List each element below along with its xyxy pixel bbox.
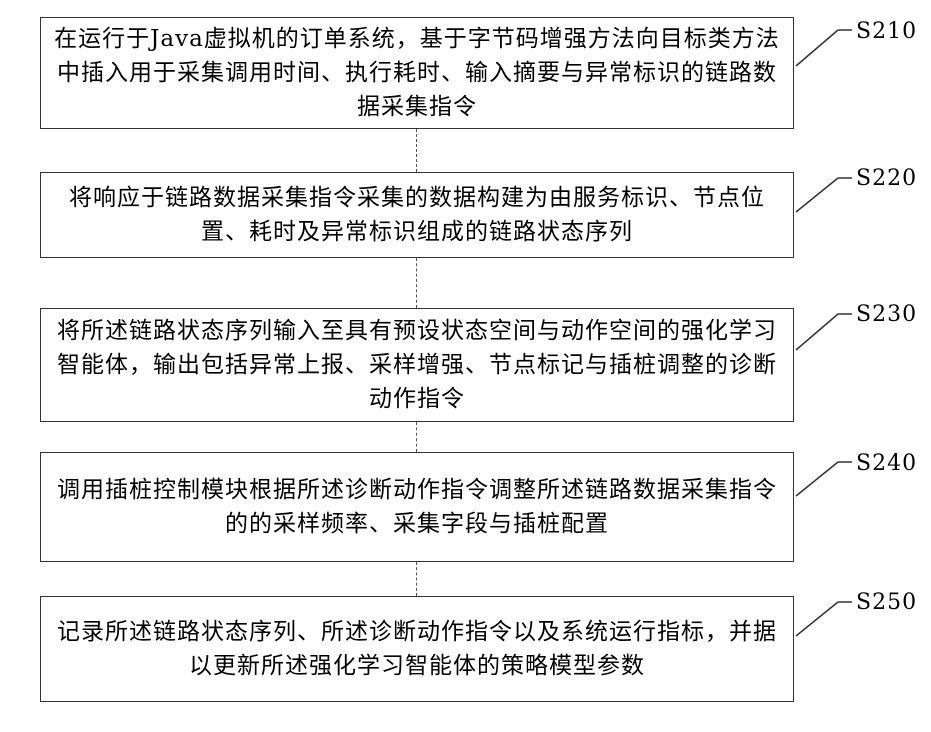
connector-s220-s230 — [416, 258, 417, 308]
step-label-s250: S250 — [856, 590, 917, 615]
step-box-s210: 在运行于Java虚拟机的订单系统，基于字节码增强方法向目标类方法中插入用于采集调… — [40, 17, 794, 129]
step-label-s240: S240 — [856, 451, 917, 476]
step-text-s210: 在运行于Java虚拟机的订单系统，基于字节码增强方法向目标类方法中插入用于采集调… — [41, 22, 793, 124]
connector-s230-s240 — [416, 422, 417, 452]
leader-line-s220 — [796, 178, 838, 212]
step-text-s230: 将所述链路状态序列输入至具有预设状态空间与动作空间的强化学习智能体，输出包括异常… — [41, 314, 793, 416]
step-text-s250: 记录所述链路状态序列、所述诊断动作指令以及系统运行指标，并据以更新所述强化学习智… — [41, 615, 793, 683]
step-label-s230: S230 — [856, 302, 917, 327]
step-box-s250: 记录所述链路状态序列、所述诊断动作指令以及系统运行指标，并据以更新所述强化学习智… — [40, 596, 794, 702]
leader-line-s250 — [796, 602, 838, 636]
step-label-s220: S220 — [856, 166, 917, 191]
step-text-s240: 调用插桩控制模块根据所述诊断动作指令调整所述链路数据采集指令的的采样频率、采集字… — [41, 473, 793, 541]
leader-line-s230 — [796, 314, 838, 350]
connector-s210-s220 — [416, 129, 417, 172]
leader-line-s240 — [796, 462, 838, 496]
step-box-s230: 将所述链路状态序列输入至具有预设状态空间与动作空间的强化学习智能体，输出包括异常… — [40, 308, 794, 422]
step-box-s220: 将响应于链路数据采集指令采集的数据构建为由服务标识、节点位置、耗时及异常标识组成… — [40, 172, 794, 258]
step-box-s240: 调用插桩控制模块根据所述诊断动作指令调整所述链路数据采集指令的的采样频率、采集字… — [40, 452, 794, 562]
connector-s240-s250 — [416, 562, 417, 596]
step-text-s220: 将响应于链路数据采集指令采集的数据构建为由服务标识、节点位置、耗时及异常标识组成… — [41, 181, 793, 249]
step-label-s210: S210 — [856, 19, 917, 44]
leader-line-s210 — [796, 30, 838, 66]
